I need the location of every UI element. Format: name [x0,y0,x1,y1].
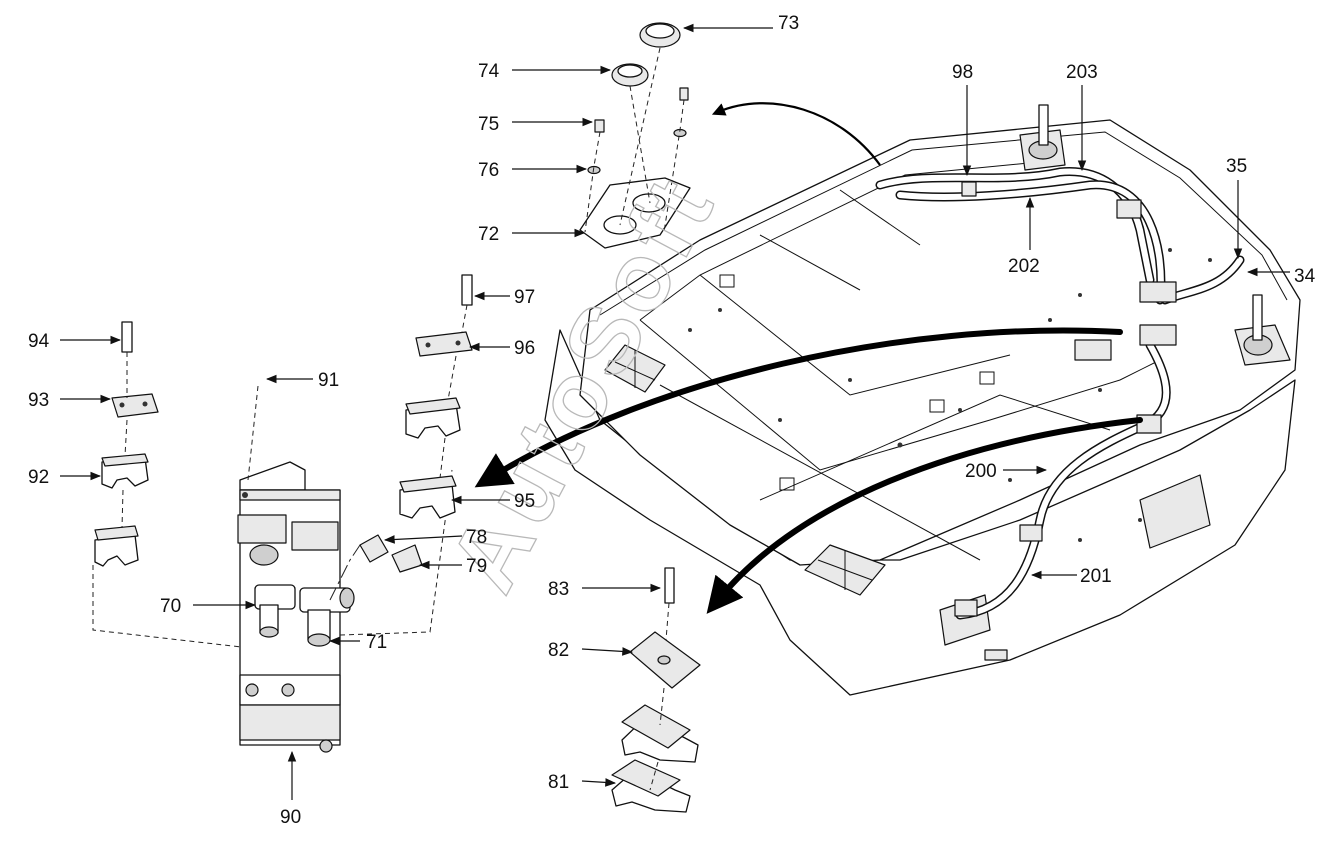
callout-label-96: 96 [514,338,535,359]
clamp-stack-bottom [611,567,701,813]
callout-layer: 73 74 75 76 72 97 96 94 93 91 92 95 78 79 70 71 90 83 82 81… [28,13,1316,828]
callout-label-95: 95 [514,491,535,512]
valve-manifold-block [237,385,453,753]
mower-deck-housing [544,104,1301,696]
callout-label-73: 73 [778,13,799,34]
callout-label-98: 98 [952,62,973,83]
callout-leader-81 [581,778,617,787]
callout-label-92: 92 [28,467,49,488]
callout-label-83: 83 [548,579,569,600]
callout-label-35: 35 [1226,156,1247,177]
callout-label-203: 203 [1066,62,1098,83]
callout-label-76: 76 [478,160,499,181]
callout-label-202: 202 [1008,256,1040,277]
callout-label-79: 79 [466,556,487,577]
callout-label-201: 201 [1080,566,1112,587]
callout-label-81: 81 [548,772,569,793]
callout-label-72: 72 [478,224,499,245]
callout-label-82: 82 [548,640,569,661]
callout-leader-82 [581,647,634,656]
clamp-stack-left [92,321,251,660]
callout-label-74: 74 [478,61,500,82]
assembly-arrows [474,102,1143,614]
callout-label-71: 71 [366,632,387,653]
callout-label-97: 97 [514,287,535,308]
callout-label-78: 78 [466,527,487,548]
callout-label-70: 70 [160,596,181,617]
seal-plate-assembly [579,22,691,249]
callout-label-200: 200 [965,461,997,482]
hydraulic-hoses [875,167,1245,620]
callout-label-34: 34 [1294,266,1316,287]
clamp-stack-center [359,274,473,573]
callout-label-75: 75 [478,114,499,135]
callout-label-91: 91 [318,370,339,391]
callout-leader-78 [383,535,463,544]
callout-label-93: 93 [28,390,49,411]
callout-label-90: 90 [280,807,301,828]
callout-label-94: 94 [28,331,50,352]
